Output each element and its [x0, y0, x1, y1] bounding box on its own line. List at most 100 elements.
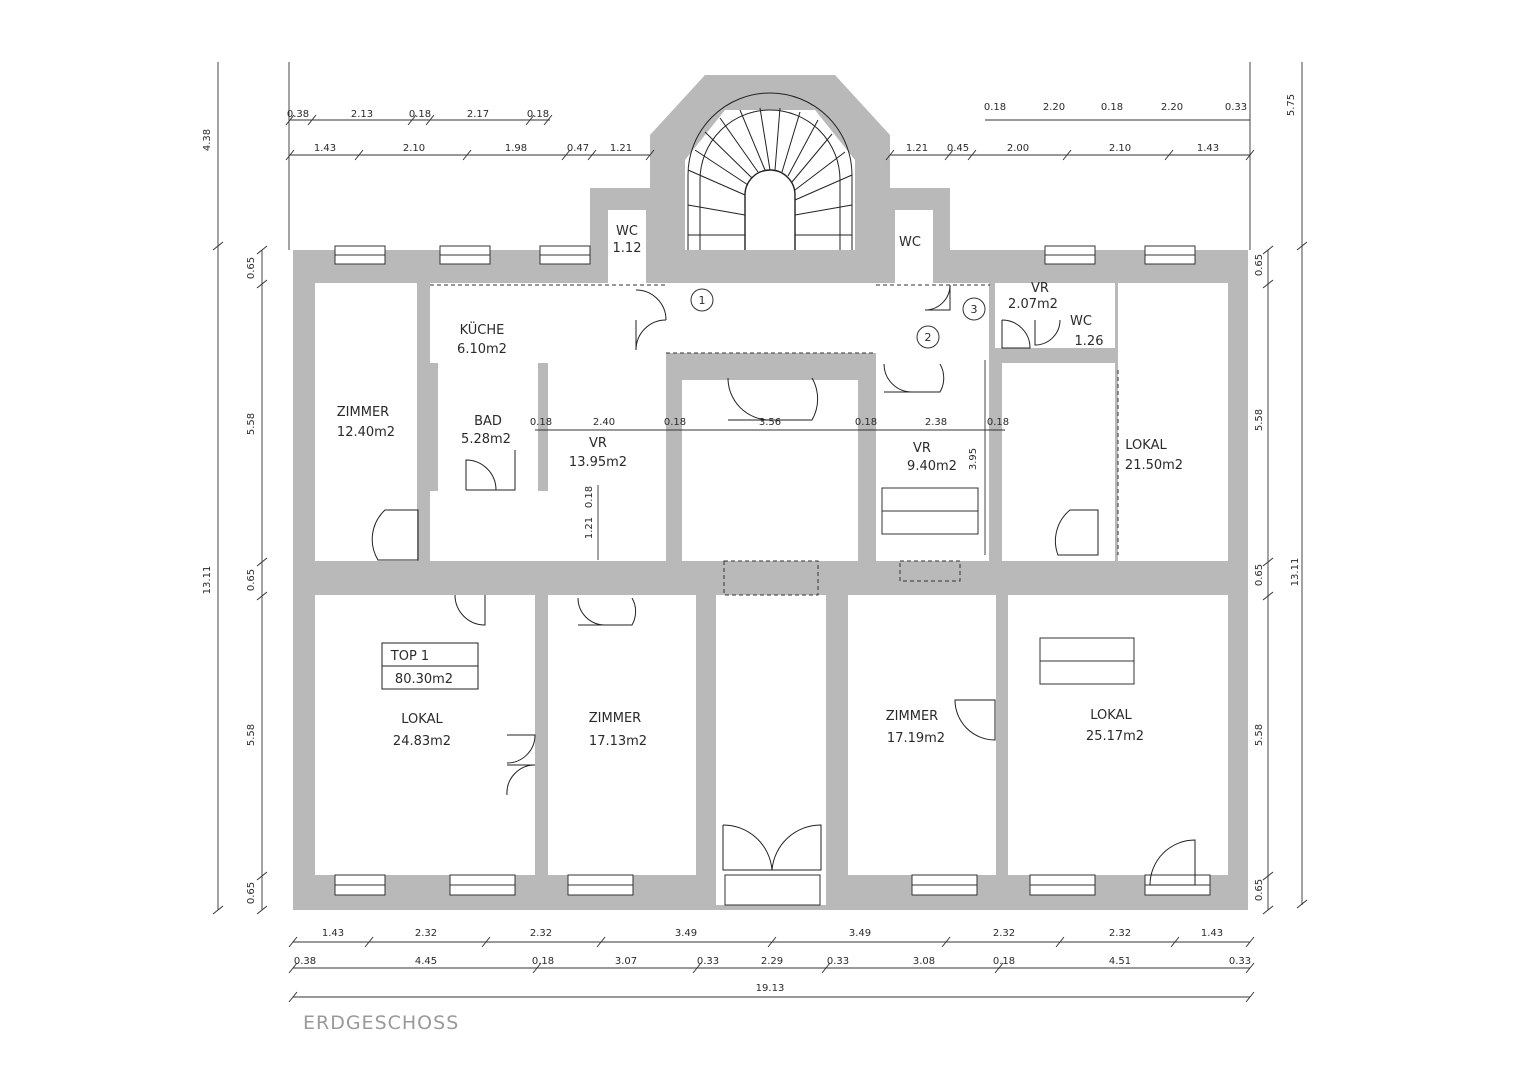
dim-label: 0.18 — [532, 956, 554, 967]
marker-circles — [690, 288, 986, 349]
dim-label: 5.58 — [246, 724, 257, 746]
room-lokal-sw-area: 24.83m2 — [393, 734, 451, 749]
room-zimmer-s1-area: 17.13m2 — [589, 734, 647, 749]
dim-label: 0.65 — [246, 257, 257, 279]
dim-label: 1.21 — [610, 143, 632, 154]
dim-label: 2.10 — [403, 143, 425, 154]
dim-total-height-right: 13.11 — [1290, 558, 1301, 587]
dim-label: 5.58 — [1254, 409, 1265, 431]
room-vr-left-name: VR — [589, 436, 607, 451]
dim-label: 0.18 — [527, 109, 549, 120]
room-zimmer-s2-name: ZIMMER — [886, 709, 938, 724]
room-bad-name: BAD — [474, 414, 502, 429]
dim-label: 2.20 — [1043, 102, 1065, 113]
dim-label: 0.65 — [1254, 879, 1265, 901]
dim-label: 4.38 — [202, 129, 213, 151]
dim-label: 0.65 — [246, 882, 257, 904]
marker-2 — [916, 325, 940, 349]
dim-label: 4.51 — [1109, 956, 1131, 967]
dim-label: 3.07 — [615, 956, 637, 967]
dim-label: 2.38 — [925, 417, 947, 428]
room-vr-small-name: VR — [1031, 281, 1049, 296]
dim-label: 1.43 — [322, 928, 344, 939]
dim-label: 0.38 — [294, 956, 316, 967]
marker-2-label: 2 — [925, 331, 932, 344]
dim-label: 1.21 — [584, 517, 595, 539]
dim-label: 3.56 — [759, 417, 781, 428]
dim-label: 2.40 — [593, 417, 615, 428]
dim-label: 0.18 — [530, 417, 552, 428]
dim-label: 0.18 — [855, 417, 877, 428]
room-wc-right-area: 1.26 — [1075, 334, 1104, 349]
dim-label: 1.98 — [505, 143, 527, 154]
dim-label: 0.18 — [1101, 102, 1123, 113]
room-wc-right-name: WC — [1070, 314, 1092, 329]
marker-3 — [962, 297, 986, 321]
room-labels: KÜCHE 6.10m2 ZIMMER 12.40m2 BAD 5.28m2 V… — [337, 224, 1183, 749]
room-wc-left-area: 1.12 — [613, 241, 642, 256]
dim-label: 2.32 — [415, 928, 437, 939]
dim-label: 0.33 — [1225, 102, 1247, 113]
room-bad-area: 5.28m2 — [461, 432, 511, 447]
room-top1-area: 80.30m2 — [395, 672, 453, 687]
room-zimmer-s2-area: 17.19m2 — [887, 731, 945, 746]
dim-label: 2.10 — [1109, 143, 1131, 154]
walls — [293, 75, 1248, 910]
room-vr-small-area: 2.07m2 — [1008, 297, 1058, 312]
room-top1-name: TOP 1 — [390, 649, 429, 664]
dim-label: 0.65 — [246, 569, 257, 591]
dim-label: 2.29 — [761, 956, 783, 967]
room-lokal-ne-name: LOKAL — [1125, 438, 1167, 453]
dim-label: 2.32 — [993, 928, 1015, 939]
room-zimmer-nw-name: ZIMMER — [337, 405, 389, 420]
dim-label: 0.18 — [664, 417, 686, 428]
dim-label: 2.32 — [530, 928, 552, 939]
marker-1-label: 1 — [699, 294, 706, 307]
drawing-caption: ERDGESCHOSS — [303, 1012, 459, 1034]
room-vr-right-name: VR — [913, 441, 931, 456]
dim-label: 0.38 — [287, 109, 309, 120]
top1-box — [381, 642, 479, 690]
dim-label: 0.18 — [993, 956, 1015, 967]
dim-label: 3.08 — [913, 956, 935, 967]
room-wc-left-name: WC — [616, 224, 638, 239]
dimension-lines — [217, 62, 1303, 998]
dim-label: 2.32 — [1109, 928, 1131, 939]
room-zimmer-s1-name: ZIMMER — [589, 711, 641, 726]
dim-label: 5.75 — [1286, 94, 1297, 116]
room-zimmer-nw-area: 12.40m2 — [337, 425, 395, 440]
room-vr-right-area: 9.40m2 — [907, 459, 957, 474]
marker-1 — [690, 288, 714, 312]
vertical-dimension-labels: 1.21 0.18 3.95 4.38 0.65 5.58 0.65 5.58 … — [202, 94, 1301, 904]
dim-label: 0.33 — [1229, 956, 1251, 967]
dim-label: 1.43 — [1201, 928, 1223, 939]
dim-label: 1.43 — [314, 143, 336, 154]
inner-dimension-lines — [535, 360, 1005, 560]
dim-label: 2.17 — [467, 109, 489, 120]
dim-label: 0.47 — [567, 143, 589, 154]
dim-label: 0.45 — [947, 143, 969, 154]
doors — [371, 284, 1196, 886]
room-lokal-se-name: LOKAL — [1090, 708, 1132, 723]
marker-3-label: 3 — [971, 303, 978, 316]
dim-label: 2.00 — [1007, 143, 1029, 154]
dimension-labels: 0.38 2.13 0.18 2.17 0.18 0.18 2.20 0.18 … — [287, 102, 1251, 994]
dim-label: 0.18 — [409, 109, 431, 120]
dim-label: 0.33 — [827, 956, 849, 967]
dim-total-width: 19.13 — [756, 983, 785, 994]
openings — [430, 284, 1119, 596]
room-kueche-area: 6.10m2 — [457, 342, 507, 357]
dim-label: 3.49 — [675, 928, 697, 939]
dim-label: 0.18 — [987, 417, 1009, 428]
dim-label: 3.49 — [849, 928, 871, 939]
dim-label: 2.13 — [351, 109, 373, 120]
room-kueche-name: KÜCHE — [460, 321, 505, 338]
room-lokal-se-area: 25.17m2 — [1086, 729, 1144, 744]
dim-label: 5.58 — [1254, 724, 1265, 746]
dim-label: 1.43 — [1197, 143, 1219, 154]
dim-label: 2.20 — [1161, 102, 1183, 113]
dim-label: 3.95 — [968, 448, 979, 470]
dim-label: 0.18 — [584, 486, 595, 508]
dim-label: 0.65 — [1254, 254, 1265, 276]
